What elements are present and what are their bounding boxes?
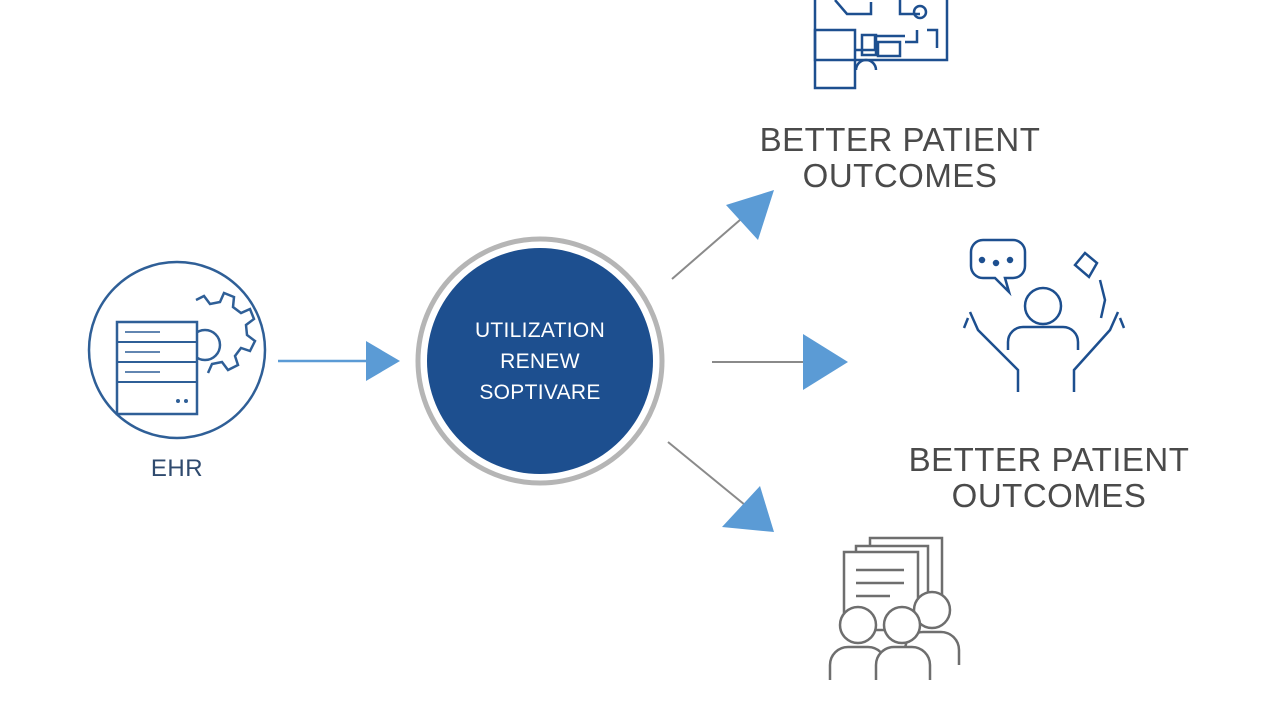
outcome-middle-line1: BETTER PATIENT: [908, 441, 1190, 478]
ehr-label: EHR: [150, 455, 204, 482]
arrow-ehr-to-hub: [278, 341, 400, 381]
hub-label: UTILIZATION RENEW SOPTIVARE: [440, 315, 640, 408]
hub-label-line2: RENEW: [500, 350, 580, 373]
ehr-icon: [87, 260, 267, 440]
hub-label-line3: SOPTIVARE: [479, 381, 601, 404]
outcome-top-line1: BETTER PATIENT: [759, 121, 1041, 158]
arrow-hub-to-middle: [712, 334, 848, 390]
outcome-label-top: BETTER PATIENT OUTCOMES: [740, 122, 1060, 194]
documents-people-icon: [828, 536, 961, 680]
outcome-middle-line2: OUTCOMES: [951, 477, 1147, 514]
arrow-hub-to-top: [671, 190, 774, 280]
circuit-board-icon: [813, 0, 949, 90]
hub-circle: [415, 236, 665, 486]
outcome-top-line2: OUTCOMES: [802, 157, 998, 194]
person-speech-icon: [962, 238, 1126, 392]
gear-icon: [188, 291, 257, 374]
hub-label-line1: UTILIZATION: [474, 319, 606, 342]
outcome-label-middle: BETTER PATIENT OUTCOMES: [888, 442, 1210, 514]
arrow-hub-to-bottom: [667, 441, 774, 532]
server-icon: [115, 320, 199, 416]
